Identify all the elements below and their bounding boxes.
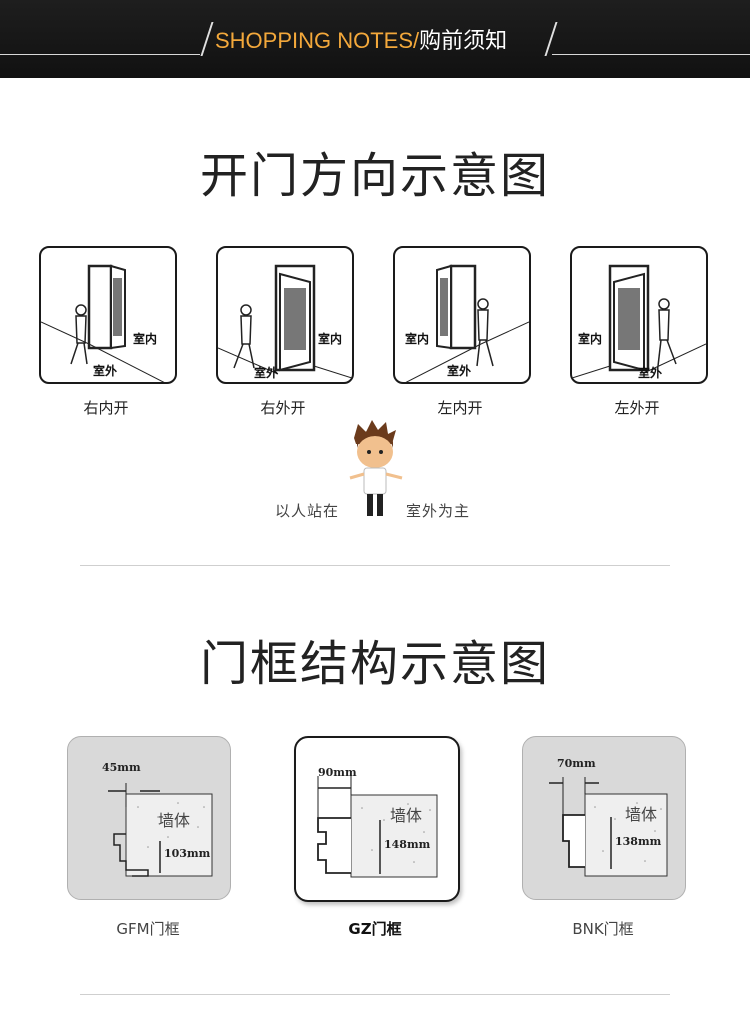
section-divider [80,565,670,566]
door-option-left-inward[interactable]: 室内 室外 [393,246,531,384]
mascot-note-right: 室外为主 [406,502,471,520]
frame-gz-diagram-icon [317,776,438,878]
door-option-left-outward[interactable]: 室内 室外 [570,246,708,384]
door-option-label: 右内开 [83,399,129,417]
door-left-inward-icon [405,264,529,382]
door-option-right-inward[interactable]: 室内 室外 [39,246,177,384]
frame-depth-label: 103mm [164,847,211,860]
door-direction-title: 开门方向示意图 [199,148,550,204]
frame-option-label: BNK门框 [572,920,634,938]
frame-gfm-diagram-icon [108,783,213,877]
wall-label: 墙体 [158,811,191,830]
indoor-label: 室内 [133,332,158,346]
bottom-divider [80,994,670,995]
door-left-outward-icon [572,264,706,379]
door-option-label: 左内开 [437,399,483,417]
door-option-right-outward[interactable]: 室内 室外 [216,246,354,384]
door-option-label: 右外开 [260,399,306,417]
door-right-inward-icon [41,264,165,382]
header-title: SHOPPING NOTES/购前须知 [215,28,508,53]
door-right-outward-icon [218,264,352,379]
outdoor-label: 室外 [447,364,472,378]
indoor-label: 室内 [405,332,430,346]
indoor-label: 室内 [578,332,603,346]
wall-label: 墙体 [390,806,423,825]
header-slash-right [544,22,558,56]
frame-option-gz[interactable]: 90mm 墙体 148mm [294,736,460,902]
outdoor-label: 室外 [638,366,663,380]
header-line-right [552,54,750,55]
frame-width-label: 45mm [102,761,141,774]
frame-option-label: GZ门框 [348,920,402,938]
header-banner: SHOPPING NOTES/购前须知 [0,0,750,78]
frame-depth-label: 148mm [384,838,431,851]
frame-depth-label: 138mm [615,835,662,848]
frame-option-bnk[interactable]: 70mm 墙体 138mm [522,736,686,900]
header-slash-left [200,22,214,56]
door-option-label: 左外开 [614,399,660,417]
frame-bnk-diagram-icon [549,777,668,877]
frame-option-label: GFM门框 [116,920,180,938]
cartoon-person-icon [349,420,403,516]
header-line-left [0,54,200,55]
mascot-note-left: 以人站在 [275,502,340,520]
door-frame-title: 门框结构示意图 [199,636,550,692]
indoor-label: 室内 [318,332,343,346]
outdoor-label: 室外 [93,364,118,378]
outdoor-label: 室外 [254,366,279,380]
frame-width-label: 70mm [557,757,596,770]
frame-option-gfm[interactable]: 45mm 墙体 103mm [67,736,231,900]
wall-label: 墙体 [625,805,658,824]
frame-width-label: 90mm [318,766,357,779]
